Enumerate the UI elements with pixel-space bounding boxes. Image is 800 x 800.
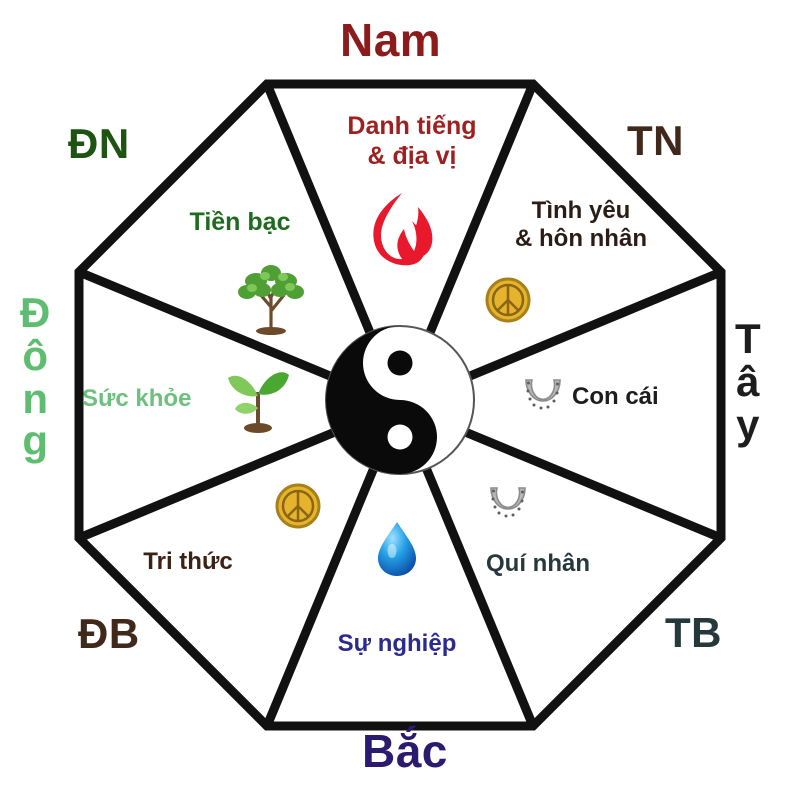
horseshoe-icon — [490, 487, 526, 518]
direction-letter: â — [736, 357, 760, 405]
water-drop-icon — [378, 522, 416, 576]
direction-label-tn: TN — [627, 117, 684, 164]
tree-icon — [238, 265, 304, 335]
direction-label-tb: TB — [665, 609, 722, 656]
sprout-icon — [228, 372, 289, 433]
direction-letter: Đ — [20, 289, 51, 336]
direction-letter: ô — [22, 331, 49, 379]
direction-label-dong: Đ ô n g — [20, 289, 51, 465]
sector-text-line: Sự nghiệp — [337, 630, 457, 657]
direction-label-dn: ĐN — [68, 120, 130, 167]
direction-letter: T — [735, 315, 762, 362]
horseshoe-icon — [525, 379, 561, 410]
sector-label-danh-tieng: Danh tiếng & địa vị — [322, 112, 502, 171]
sector-text-line: Tri thức — [143, 548, 233, 575]
sector-label-tien-bac: Tiền bạc — [150, 208, 330, 238]
sector-text-line: & địa vị — [367, 141, 457, 170]
direction-label-nam: Nam — [340, 14, 442, 66]
sector-text-line: Sức khỏe — [82, 385, 192, 412]
sector-label-tinh-yeu: Tình yêu & hôn nhân — [486, 197, 676, 254]
fire-icon — [373, 193, 433, 266]
sector-label-suc-khoe: Sức khỏe — [82, 385, 242, 413]
sector-label-con-cai: Con cái — [572, 383, 712, 411]
direction-letter: n — [22, 374, 49, 422]
sector-text-line: Tình yêu — [531, 197, 631, 224]
direction-label-tay: T â y — [735, 315, 762, 448]
sector-text-line: Danh tiếng — [347, 112, 477, 140]
direction-letter: g — [22, 417, 49, 465]
sector-label-tri-thuc: Tri thức — [88, 548, 288, 576]
direction-label-bac: Bắc — [362, 725, 448, 777]
sector-text-line: Tiền bạc — [189, 208, 291, 236]
sector-text-line: & hôn nhân — [515, 225, 647, 253]
gold-coin-icon — [485, 277, 531, 323]
sector-text-line: Con cái — [572, 383, 659, 410]
sector-label-qui-nhan: Quí nhân — [448, 550, 628, 578]
gold-coin-icon — [275, 483, 321, 529]
direction-label-db: ĐB — [78, 610, 140, 657]
direction-letter: y — [736, 400, 760, 448]
yin-yang-icon — [325, 325, 475, 475]
sector-label-su-nghiep: Sự nghiệp — [307, 630, 487, 658]
sector-text-line: Quí nhân — [486, 550, 590, 577]
